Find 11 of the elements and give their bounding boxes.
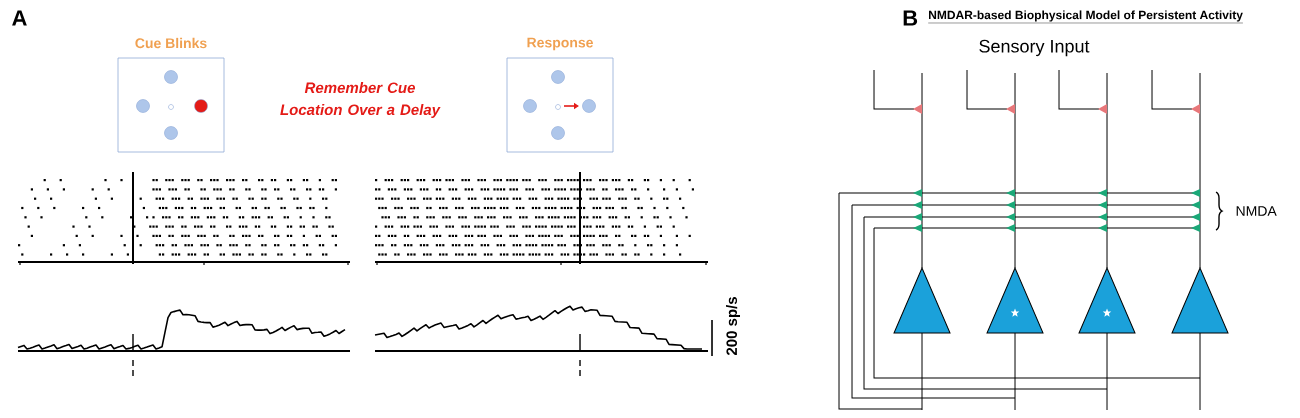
- panel-letter: B: [903, 10, 918, 26]
- scale-label: 200 sp/s: [726, 297, 740, 356]
- panel-letter: A: [12, 10, 27, 26]
- instruction-text: Remember Cue Location Over a Delay: [280, 82, 441, 118]
- task-box: Response: [506, 37, 614, 153]
- panel-title: NMDAR-based Biophysical Model of Persistent Activity: [928, 10, 1244, 24]
- brace-label: NMDA: [1236, 206, 1277, 216]
- task-box: Cue Blinks: [117, 37, 225, 153]
- node-label: Response: [527, 37, 593, 51]
- input-label: Sensory Input: [979, 39, 1090, 57]
- node-label: Cue Blinks: [135, 37, 207, 49]
